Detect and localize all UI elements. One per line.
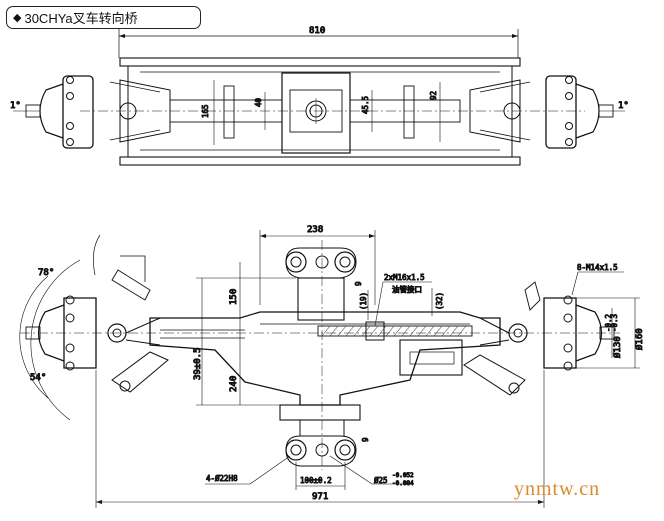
dim-810: 810	[309, 26, 325, 36]
dim-phi130-tol-top: -0.2	[604, 314, 613, 332]
callout-phi25: Ø25	[374, 476, 388, 485]
dim-40: 40	[254, 97, 263, 107]
dim-9-bottom: 9	[361, 437, 370, 442]
angle-78: 78°	[38, 268, 54, 278]
angle-right-top: 1°	[618, 101, 629, 111]
dim-phi160: Ø160	[634, 328, 645, 350]
front-view: 238	[19, 225, 646, 508]
dim-19: (19)	[359, 292, 368, 310]
dim-phi130-tol-bot: -0.3	[610, 314, 619, 332]
angle-54: 54°	[30, 373, 46, 383]
watermark-text: ynmtw.cn	[514, 478, 601, 500]
dim-165: 165	[201, 104, 210, 118]
drawing-title: 30CHYa叉车转向桥	[24, 11, 138, 26]
dim-9-top: 9	[354, 281, 363, 286]
dim-39: 39±0.5	[193, 347, 203, 380]
callout-m16: 2xM16x1.5	[384, 273, 425, 282]
dim-92: 92	[429, 91, 438, 100]
callout-holes22: 4-Ø22H8	[206, 474, 238, 483]
dim-phi130: Ø130	[612, 336, 623, 358]
callout-phi25-tol-top: -0.052	[392, 472, 414, 479]
diamond-icon: ◆	[13, 12, 22, 24]
dim-150: 150	[229, 289, 239, 305]
dim-32: (32)	[435, 292, 444, 310]
callout-oil-port: 油管接口	[392, 284, 422, 294]
dim-971: 971	[312, 492, 328, 502]
title-box: ◆ 30CHYa叉车转向桥	[6, 6, 201, 29]
dim-240: 240	[229, 376, 239, 392]
dim-45-5: 45.5	[361, 96, 370, 114]
dim-100: 100±0.2	[300, 476, 332, 485]
callout-phi25-tol-bot: -0.084	[392, 480, 414, 487]
dim-238: 238	[307, 225, 323, 235]
top-view: 810	[10, 26, 629, 166]
angle-left-top: 1°	[10, 101, 21, 111]
callout-m14: 8-M14x1.5	[577, 263, 618, 272]
